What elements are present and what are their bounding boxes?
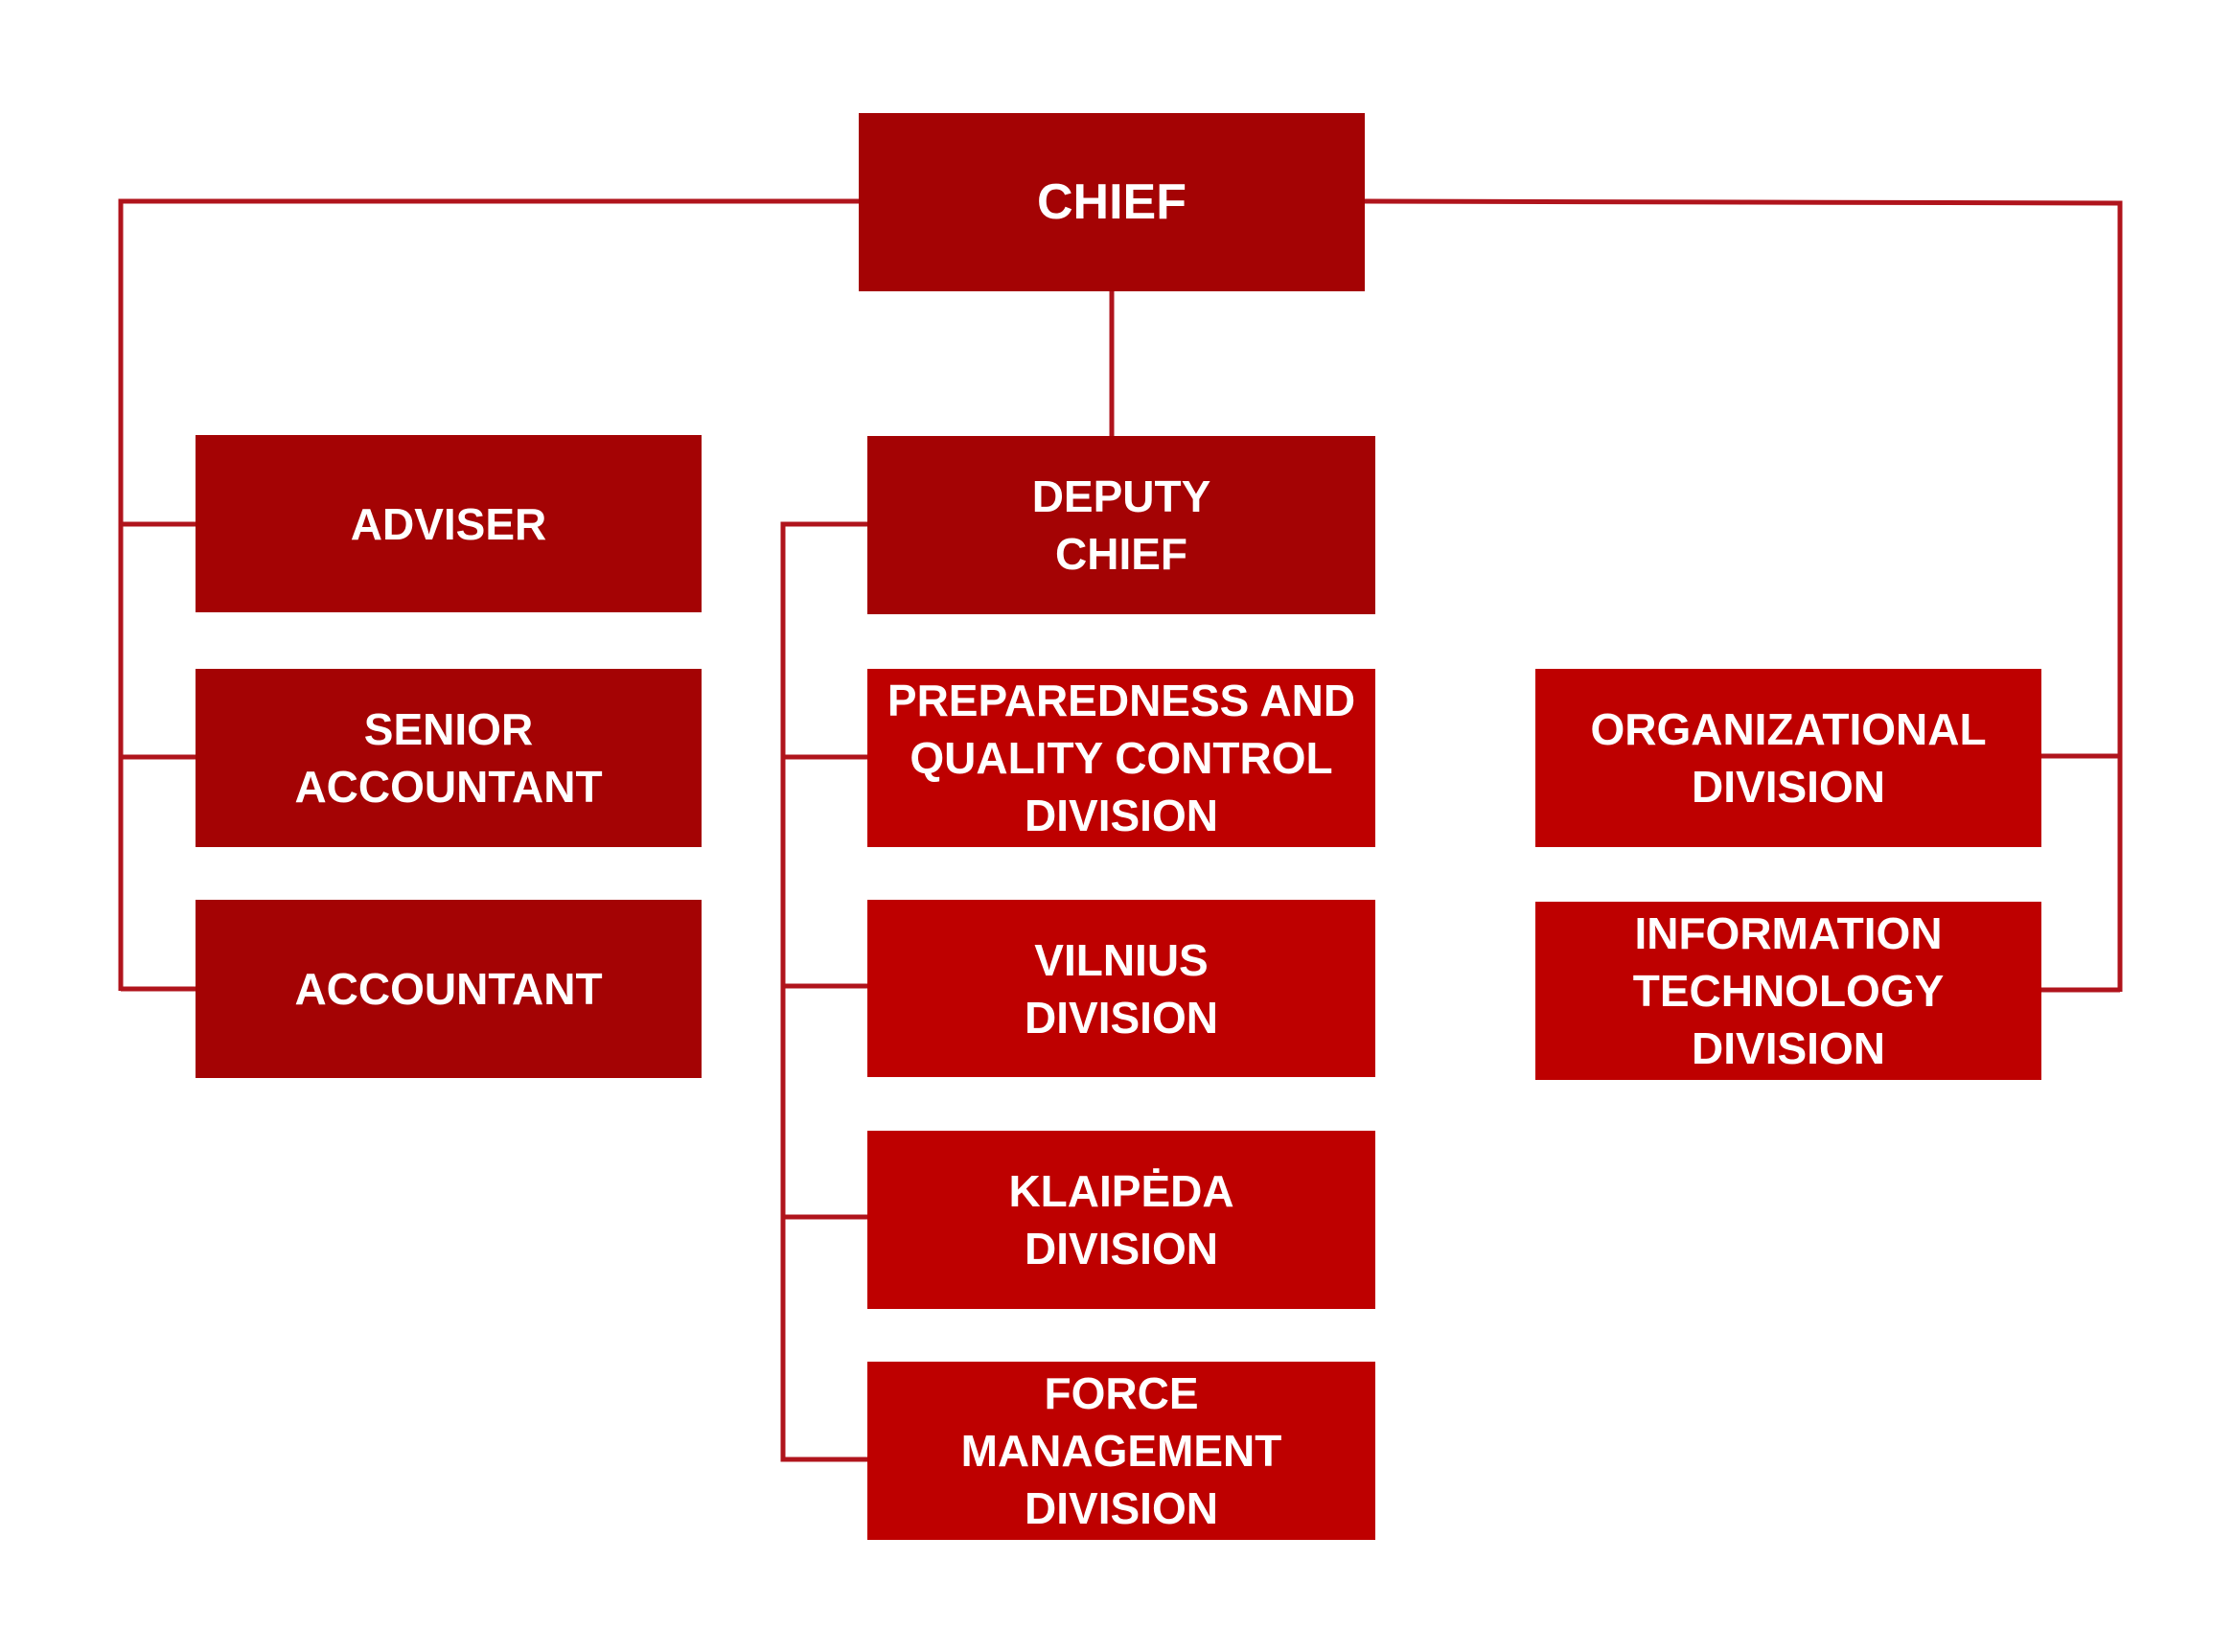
chief-box: CHIEF xyxy=(859,113,1365,291)
chief-right-connector xyxy=(1364,198,2123,992)
vilnius-division-box: VILNIUS DIVISION xyxy=(867,900,1375,1077)
force-management-division-box: FORCE MANAGEMENT DIVISION xyxy=(867,1362,1375,1540)
information-technology-division-box: INFORMATION TECHNOLOGY DIVISION xyxy=(1535,902,2041,1080)
accountant-box: ACCOUNTANT xyxy=(196,900,702,1078)
senior-accountant-box: SENIOR ACCOUNTANT xyxy=(196,669,702,847)
adviser-box: ADVISER xyxy=(196,435,702,612)
deputy-bus-connector xyxy=(780,521,867,1462)
chief-left-connector xyxy=(118,198,859,991)
organizational-division-box: ORGANIZATIONAL DIVISION xyxy=(1535,669,2041,847)
klaipeda-division-box: KLAIPĖDA DIVISION xyxy=(867,1131,1375,1309)
deputy-chief-box: DEPUTY CHIEF xyxy=(867,436,1375,614)
preparedness-quality-control-division-box: PREPAREDNESS AND QUALITY CONTROL DIVISIO… xyxy=(867,669,1375,847)
